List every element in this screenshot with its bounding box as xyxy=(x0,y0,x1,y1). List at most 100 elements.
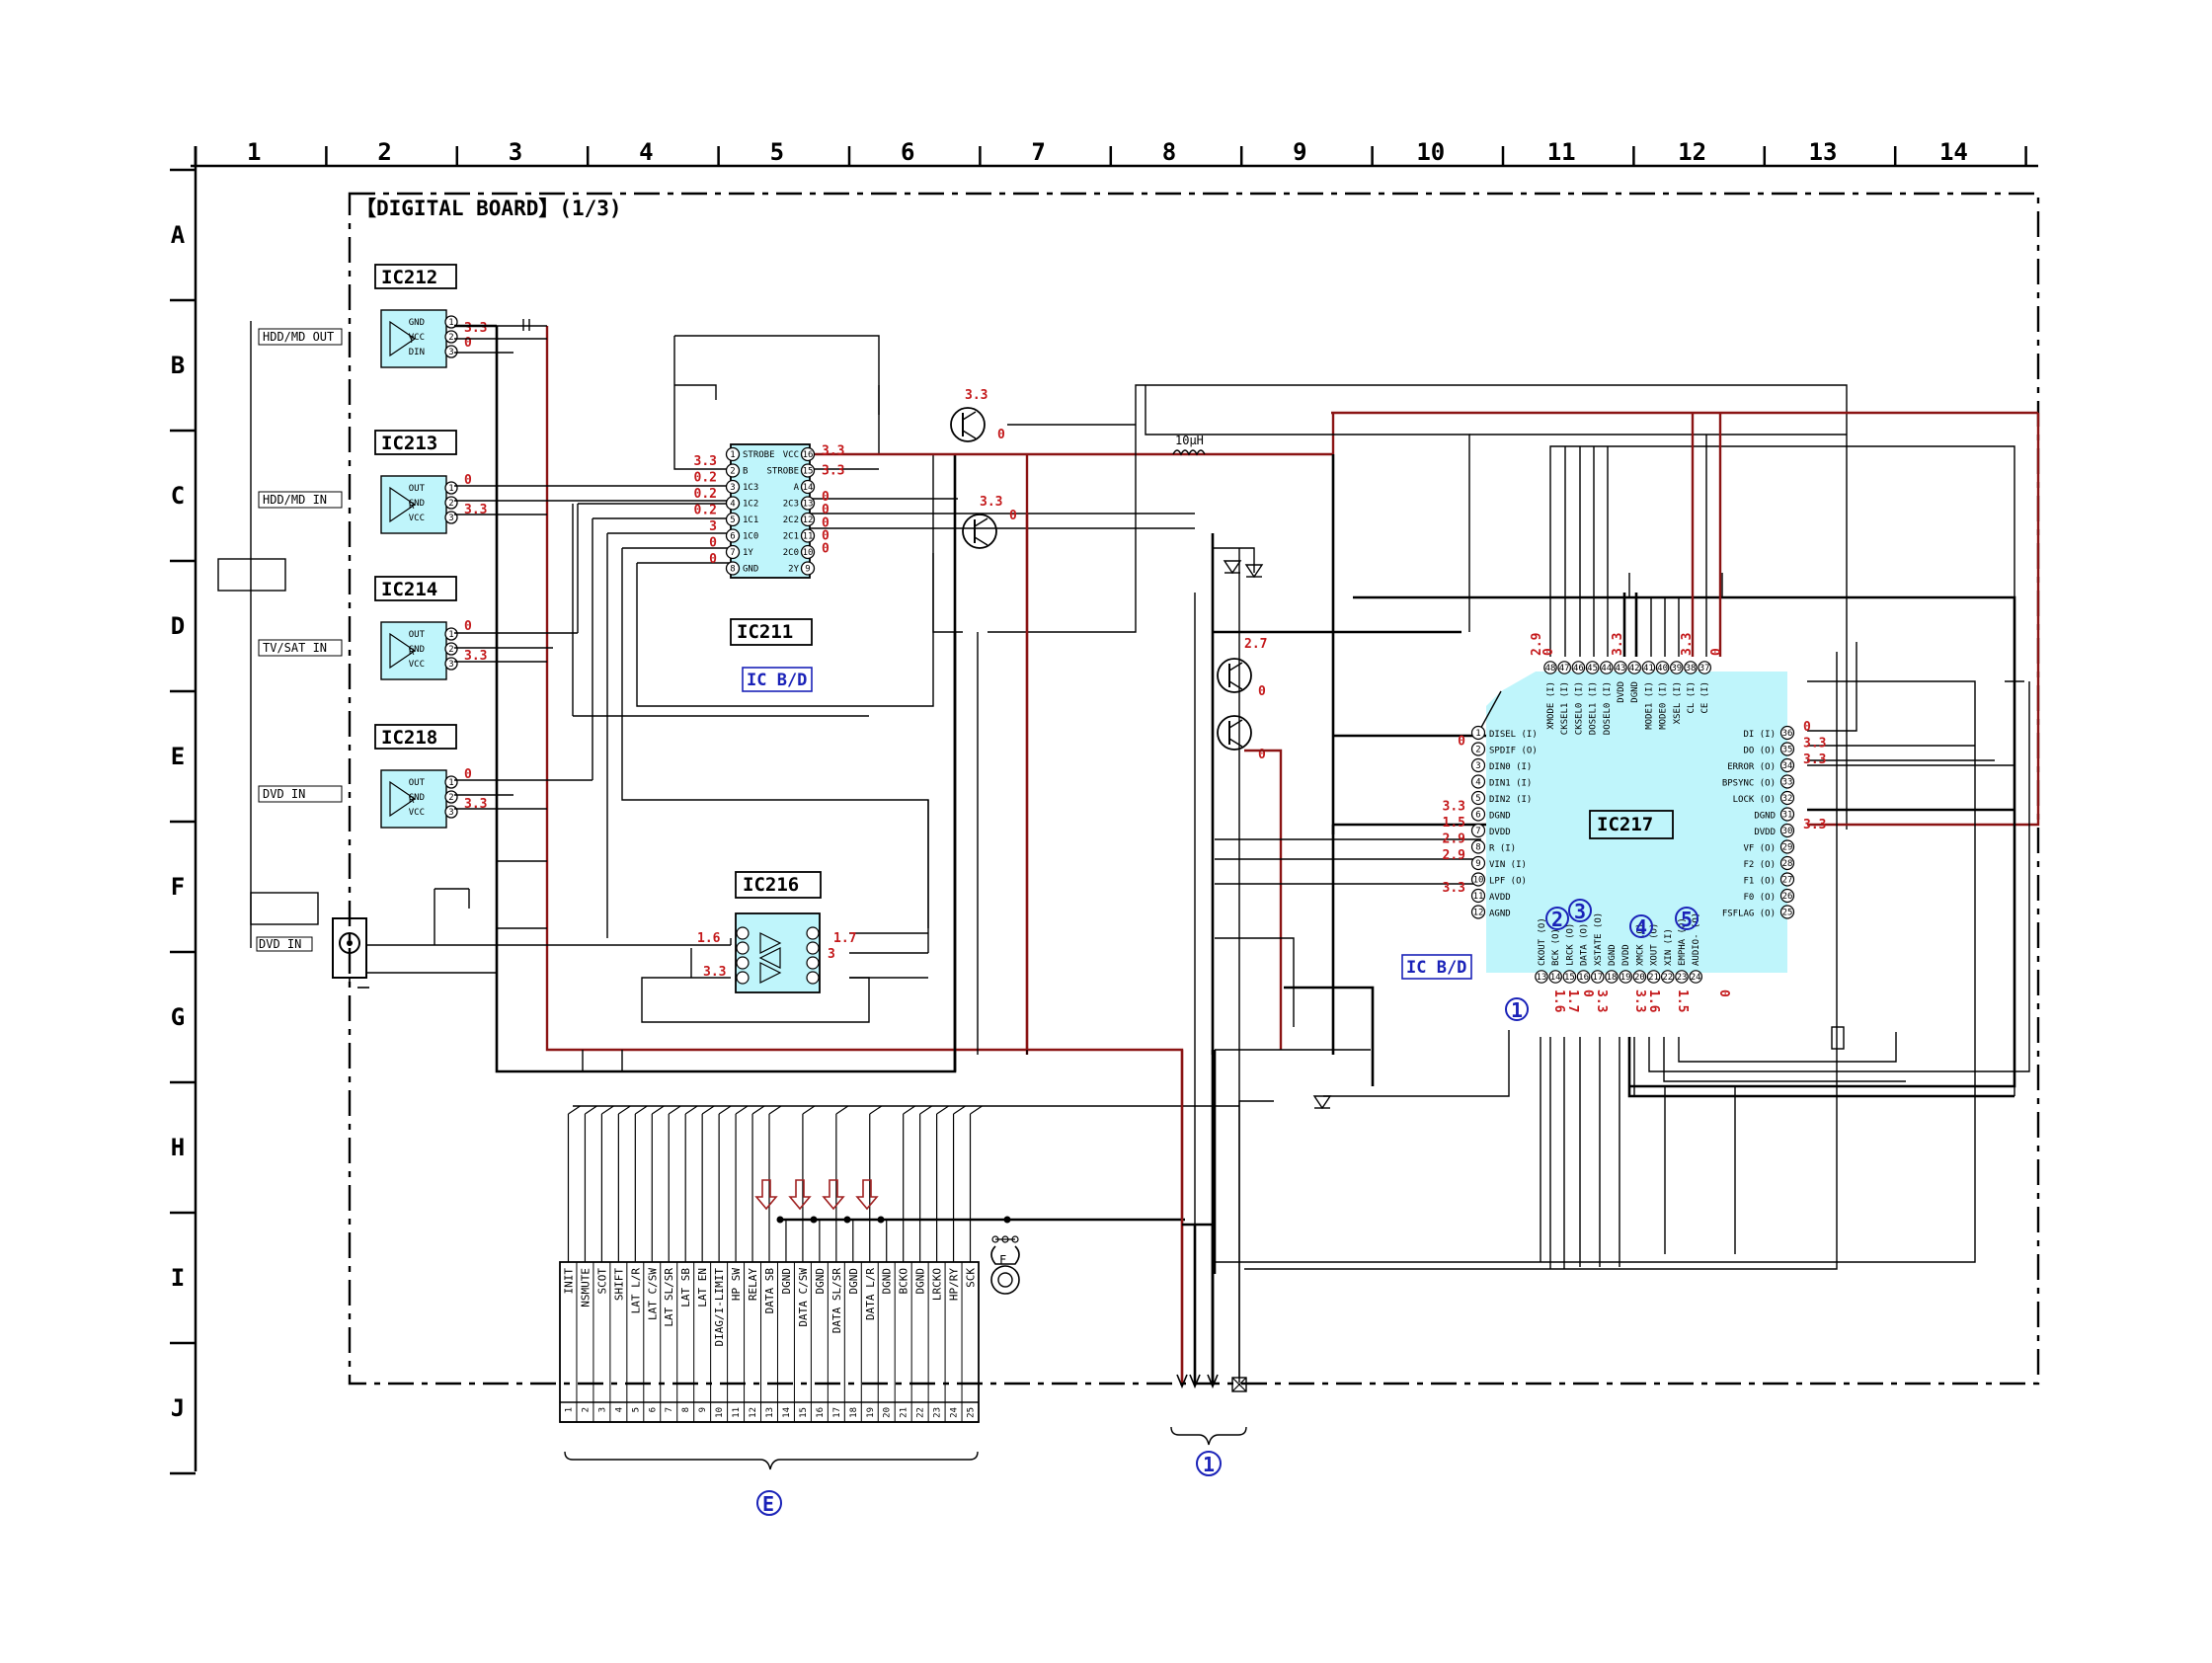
svg-text:3: 3 xyxy=(448,660,453,670)
svg-text:7: 7 xyxy=(1475,827,1480,836)
ic217-pin-bottom xyxy=(1646,970,1661,984)
ic217-pin-top xyxy=(1627,661,1641,674)
ic214-label: IC214 xyxy=(381,579,437,600)
ic216-voltage-4: 3 xyxy=(828,947,835,962)
circled-markers: 1 2 3 4 5 xyxy=(1505,899,1698,1022)
ic217-pin-label-top: CE (I) xyxy=(1700,681,1710,714)
svg-text:4: 4 xyxy=(730,500,735,510)
grid-col-label: 10 xyxy=(1416,138,1445,166)
ic216-pin-left xyxy=(736,956,750,970)
grid-row-label: I xyxy=(171,1264,185,1292)
ic217-pin-label-top: DGND xyxy=(1630,681,1640,703)
diode-d1 xyxy=(1223,560,1242,575)
ic218-voltage: 3.3 xyxy=(464,797,487,812)
ic217-pin-label-right: F1 (O) xyxy=(1743,877,1776,887)
grid-col-label: 14 xyxy=(1939,138,1968,166)
connector-e-pin-number: 21 xyxy=(900,1407,909,1418)
ic217-pin-number-bottom: 24 xyxy=(1691,973,1701,983)
marker-3: 3 xyxy=(1568,899,1592,923)
ic217-pin-label-right: DVDD xyxy=(1754,828,1776,837)
ic217-pin-left xyxy=(1470,872,1486,887)
left-box-ic-group xyxy=(217,558,286,592)
connector-e-pin-number: 20 xyxy=(883,1407,893,1418)
svg-text:2: 2 xyxy=(448,793,453,803)
ic214-pin xyxy=(444,627,458,641)
ic217-pin-top xyxy=(1557,661,1571,674)
ic211-pin-label-left: B xyxy=(743,467,748,477)
connector-e-pin-number: 12 xyxy=(749,1407,758,1418)
ic217-pin-right xyxy=(1779,774,1795,789)
ic217-pin-number-bottom: 15 xyxy=(1564,973,1575,983)
connector-e-signal: RELAY xyxy=(747,1268,759,1301)
ic217-pin-number-bottom: 13 xyxy=(1537,973,1547,983)
connector-e-signal: DATA C/SW xyxy=(797,1268,810,1327)
ic217-pin-label-left: SPDIF (O) xyxy=(1489,747,1538,756)
ic218-voltage: 0 xyxy=(464,767,472,782)
ic217-pin-label-bottom: XOUT (O) xyxy=(1650,923,1660,966)
grid-col-label: 9 xyxy=(1293,138,1306,166)
ic217-pin-label-left: AGND xyxy=(1489,910,1511,919)
ic217-pin-right xyxy=(1779,905,1795,919)
ic217-voltage-top: 3.3 xyxy=(1680,633,1695,656)
ic217-pin-label-bottom: CKOUT (O) xyxy=(1538,917,1547,966)
ic218-pin xyxy=(444,775,458,789)
marker-1: 1 xyxy=(1505,997,1529,1022)
connector-e-pin-number: 3 xyxy=(597,1407,607,1412)
ic217-pin-label-right: DO (O) xyxy=(1743,747,1776,756)
ic217-pin-label-right: VF (O) xyxy=(1743,844,1776,854)
ic217-pin-number-top: 48 xyxy=(1545,664,1556,673)
svg-text:R: R xyxy=(409,502,415,512)
down-arrow-icon xyxy=(855,1179,879,1211)
ic217-pin-number-right: 29 xyxy=(1782,843,1793,853)
ic217-voltage-bottom: 3.3 xyxy=(1594,990,1609,1012)
ic217-voltage-top: 3.3 xyxy=(1611,633,1625,656)
ic211-pin-right xyxy=(800,512,816,527)
q3-voltage-a: 2.7 xyxy=(1244,637,1267,652)
connector-e-signal: HP/RY xyxy=(948,1268,961,1301)
ic217-pin-number-right: 25 xyxy=(1782,909,1793,918)
ic217-pin-left xyxy=(1470,807,1486,822)
ic217-pin-label-top: DOSEL1 (I) xyxy=(1589,681,1599,735)
ic217-pin-label-right: F0 (O) xyxy=(1743,893,1776,903)
ic212-pin xyxy=(444,345,458,358)
ic211-pin-left xyxy=(725,446,741,462)
ic211-pin-right xyxy=(800,479,816,495)
ic211-pin-label-right: 2Y xyxy=(788,565,799,575)
ic211-pin-right xyxy=(800,446,816,462)
misc-components: 10μH xyxy=(1172,434,1845,1110)
ic217-pin-left xyxy=(1470,905,1486,919)
ic217-pin-label-right: DI (I) xyxy=(1743,730,1776,740)
connector-e-signal: DIAG/I-LIMIT xyxy=(713,1268,726,1347)
ic211-pin-left xyxy=(725,544,741,560)
svg-text:R: R xyxy=(409,796,415,806)
connector-e-signal: DATA SL/SR xyxy=(830,1268,843,1334)
q1-voltage-a: 3.3 xyxy=(965,388,988,403)
ic217-voltage-right: 3.3 xyxy=(1803,818,1826,832)
ic217-voltage-bottom: 0 xyxy=(1580,990,1595,997)
ic217-pin-right xyxy=(1779,888,1795,904)
ic213-label: IC213 xyxy=(381,433,437,454)
ic211-pin-label-right: 2C3 xyxy=(783,500,799,510)
ic217-pin-top xyxy=(1698,661,1711,674)
ic217-pin-number-top: 40 xyxy=(1657,664,1668,673)
ic217-pin-number-bottom: 18 xyxy=(1607,973,1618,983)
grid-col-label: 7 xyxy=(1031,138,1045,166)
connector-e-pin-number: 18 xyxy=(849,1407,859,1418)
ic213-pin xyxy=(444,496,458,510)
ic211-voltage-right: 3.3 xyxy=(822,444,844,459)
svg-text:9: 9 xyxy=(805,565,810,575)
connector-e-signal: SCK xyxy=(965,1268,978,1288)
ic217-pin-top xyxy=(1655,661,1670,674)
ic217-pin-number-right: 32 xyxy=(1782,794,1793,804)
ic211-pin-label-left: 1C1 xyxy=(743,515,758,525)
connector-1: 1 xyxy=(1170,1050,1274,1476)
connector-e-signal: LAT SB xyxy=(679,1268,692,1307)
ic211-pin-label-right: A xyxy=(794,483,800,493)
ic211-pin-left xyxy=(725,463,741,478)
ic217-pin-bottom xyxy=(1605,970,1619,984)
wiring-left xyxy=(365,319,1848,1383)
